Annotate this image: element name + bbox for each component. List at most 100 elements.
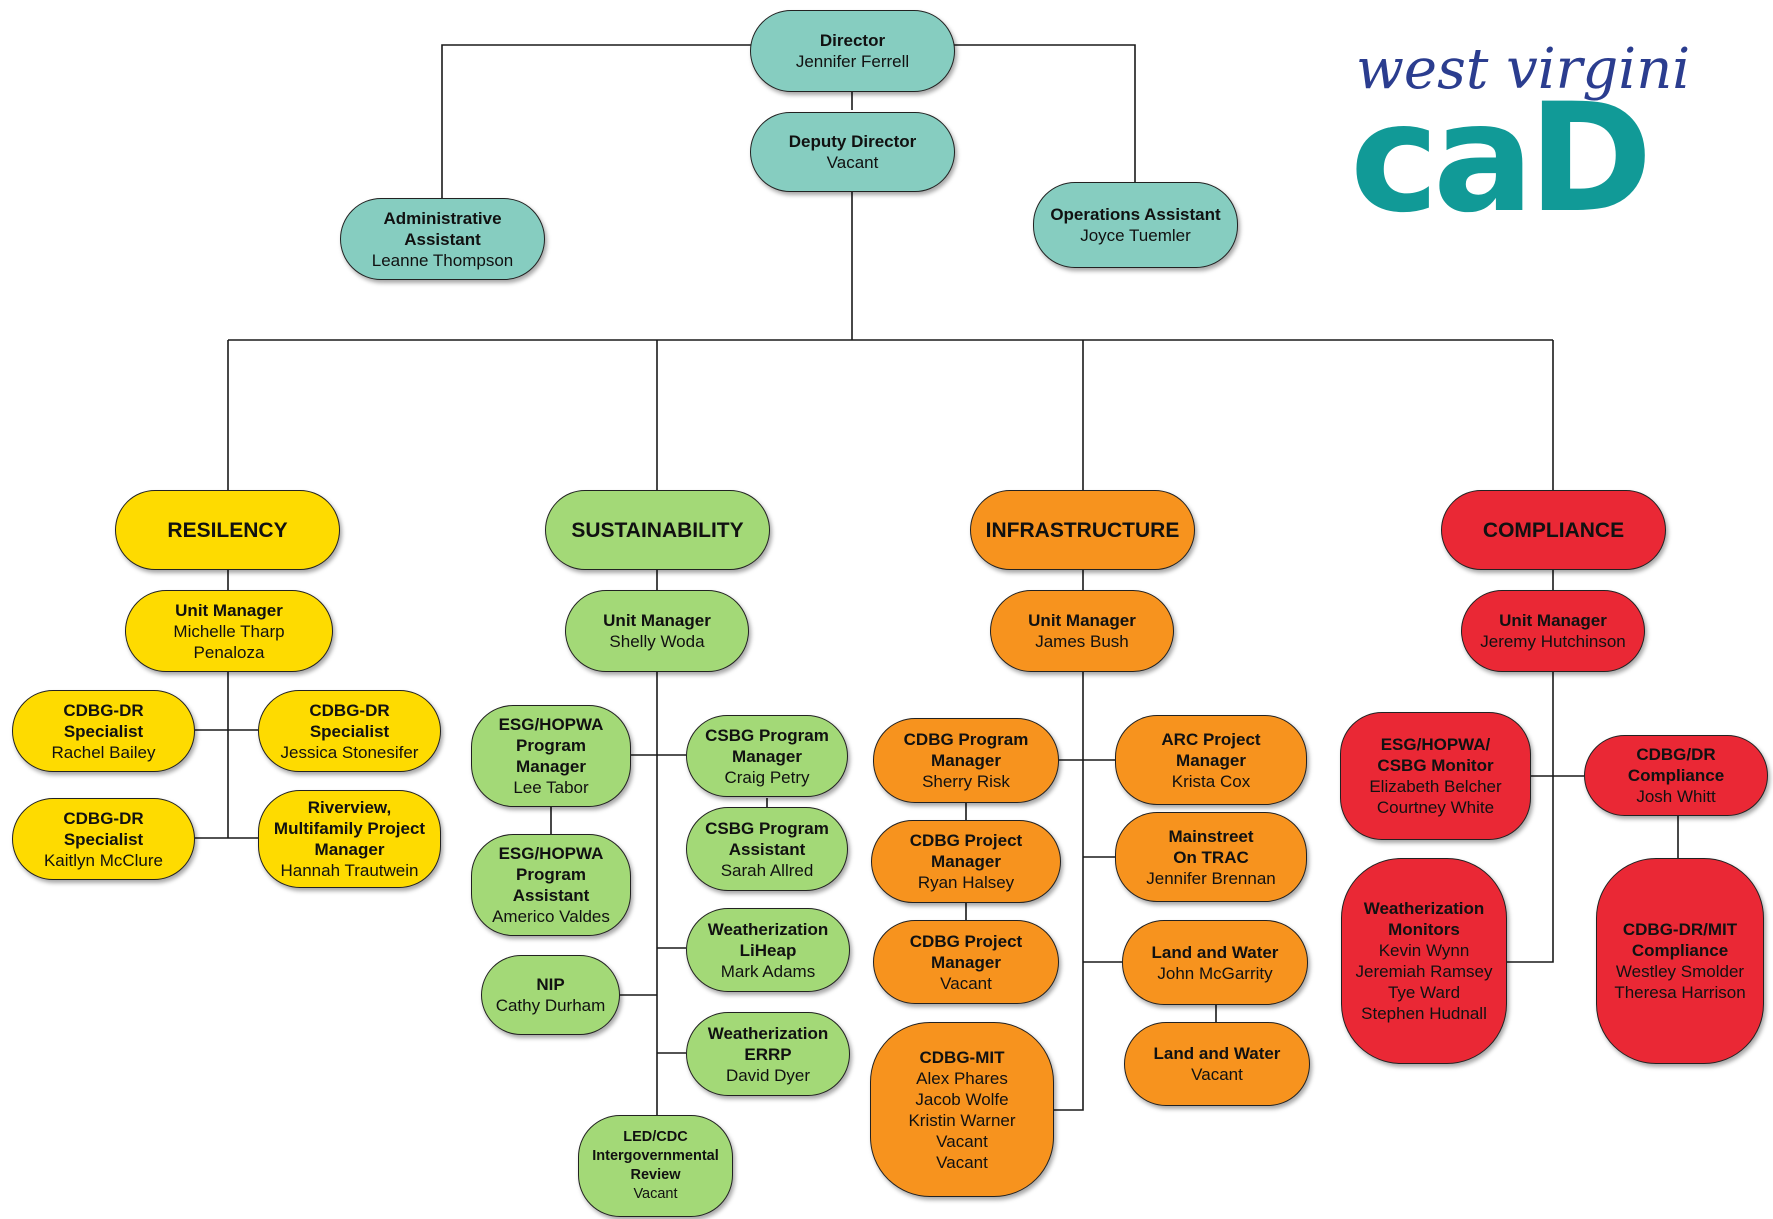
cdbg-dr-mit-compliance-node: CDBG-DR/MIT Compliance Westley Smolder T…: [1596, 858, 1764, 1064]
connector: [1083, 856, 1217, 1022]
node-person: Sherry Risk: [922, 772, 1010, 791]
infrastructure-department: INFRASTRUCTURE: [970, 490, 1195, 570]
connector: [965, 759, 1115, 920]
node-person: Sarah Allred: [720, 860, 814, 880]
node-person: Krista Cox: [1171, 771, 1251, 791]
connector: [227, 340, 1554, 490]
node-title: ESG/HOPWA Program Assistant: [498, 844, 604, 905]
node-title: CDBG-DR/MIT Compliance: [1622, 920, 1738, 960]
node-title: Director: [819, 31, 886, 50]
multifamily-project-manager-node: Riverview, Multifamily Project Manager H…: [258, 790, 441, 888]
esg-hopwa-csbg-monitor-node: ESG/HOPWA/ CSBG Monitor Elizabeth Belche…: [1340, 712, 1531, 840]
node-person: Vacant: [1191, 1065, 1243, 1084]
department-label: SUSTAINABILITY: [571, 518, 744, 542]
weatherization-monitors-node: Weatherization Monitors Kevin Wynn Jerem…: [1341, 858, 1507, 1064]
cdbg-dr-specialist-node: CDBG-DR Specialist Kaitlyn McClure: [12, 798, 195, 880]
weatherization-liheap-node: Weatherization LiHeap Mark Adams: [686, 908, 850, 992]
sustainability-department: SUSTAINABILITY: [545, 490, 770, 570]
node-person: James Bush: [1035, 632, 1129, 651]
node-person: Kevin Wynn Jeremiah Ramsey Tye Ward Step…: [1355, 941, 1493, 1023]
led-cdc-review-node: LED/CDC Intergovernmental Review Vacant: [578, 1115, 733, 1217]
cdbg-mit-node: CDBG-MIT Alex Phares Jacob Wolfe Kristin…: [870, 1022, 1054, 1197]
mainstreet-on-trac-node: Mainstreet On TRAC Jennifer Brennan: [1115, 812, 1307, 902]
csbg-program-manager-node: CSBG Program Manager Craig Petry: [686, 715, 848, 797]
cdbg-project-manager-node: CDBG Project Manager Ryan Halsey: [871, 820, 1061, 903]
arc-project-manager-node: ARC Project Manager Krista Cox: [1115, 715, 1307, 805]
node-person: Vacant: [633, 1186, 678, 1202]
node-title: Unit Manager: [1028, 611, 1136, 630]
department-label: RESILENCY: [167, 518, 288, 542]
node-person: Westley Smolder Theresa Harrison: [1614, 962, 1746, 1002]
node-person: Elizabeth Belcher Courtney White: [1369, 777, 1502, 817]
esg-hopwa-program-manager-node: ESG/HOPWA Program Manager Lee Tabor: [471, 705, 631, 807]
node-person: Hannah Trautwein: [280, 861, 419, 880]
node-title: ESG/HOPWA Program Manager: [498, 715, 604, 776]
node-person: Vacant: [940, 973, 992, 993]
node-person: Ryan Halsey: [917, 873, 1015, 892]
connector: [195, 729, 258, 839]
node-person: Jennifer Ferrell: [795, 52, 910, 71]
node-title: CDBG Program Manager: [903, 730, 1029, 770]
land-and-water-node: Land and Water Vacant: [1124, 1022, 1310, 1106]
node-title: Land and Water: [1153, 1044, 1281, 1063]
node-title: CSBG Program Manager: [705, 725, 829, 766]
node-title: CDBG-DR Specialist: [63, 700, 144, 741]
node-person: John McGarrity: [1157, 963, 1273, 983]
node-person: Josh Whitt: [1636, 787, 1716, 806]
cdbg-program-manager-node: CDBG Program Manager Sherry Risk: [873, 718, 1059, 803]
node-title: Unit Manager: [175, 600, 283, 620]
node-person: Rachel Bailey: [51, 742, 156, 762]
connector: [620, 947, 686, 1054]
node-person: Mark Adams: [720, 961, 816, 981]
nip-node: NIP Cathy Durham: [481, 955, 620, 1035]
logo-line2: caD: [1352, 72, 1647, 220]
operations-assistant-node: Operations Assistant Joyce Tuemler: [1033, 182, 1238, 268]
deputy-director-node: Deputy Director Vacant: [750, 112, 955, 192]
node-person: Vacant: [826, 153, 879, 172]
csbg-program-assistant-node: CSBG Program Assistant Sarah Allred: [686, 807, 848, 891]
node-title: Deputy Director: [788, 132, 917, 151]
compliance-department: COMPLIANCE: [1441, 490, 1666, 570]
node-person: Jennifer Brennan: [1146, 868, 1276, 888]
logo-line1: west virginia: [1356, 37, 1692, 102]
node-person: Jeremy Hutchinson: [1480, 632, 1626, 651]
node-title: Administrative Assistant: [383, 208, 502, 249]
node-title: CDBG/DR Compliance: [1627, 745, 1725, 785]
compliance-unit-manager-node: Unit Manager Jeremy Hutchinson: [1461, 590, 1645, 672]
node-title: CDBG-MIT: [919, 1047, 1005, 1067]
node-title: CSBG Program Assistant: [705, 818, 829, 859]
node-title: Unit Manager: [1499, 611, 1607, 630]
node-title: Riverview, Multifamily Project Manager: [273, 798, 426, 859]
node-title: CDBG-DR Specialist: [309, 700, 390, 741]
cdbg-dr-specialist-node: CDBG-DR Specialist Jessica Stonesifer: [258, 690, 441, 772]
director-node: Director Jennifer Ferrell: [750, 10, 955, 92]
node-person: Michelle Tharp Penaloza: [173, 621, 285, 662]
resiliency-department: RESILENCY: [115, 490, 340, 570]
administrative-assistant-node: Administrative Assistant Leanne Thompson: [340, 198, 545, 280]
connector: [550, 754, 768, 834]
node-person: Kaitlyn McClure: [43, 850, 164, 870]
node-title: Weatherization ERRP: [707, 1023, 829, 1064]
node-person: Lee Tabor: [513, 778, 589, 797]
connector: [1054, 570, 1084, 1111]
node-title: CDBG Project Manager: [909, 931, 1023, 972]
wv-cad-logo: west virginia caD: [1352, 37, 1692, 220]
node-person: Jessica Stonesifer: [280, 742, 419, 762]
node-title: CDBG Project Manager: [909, 831, 1023, 871]
node-title: ESG/HOPWA/ CSBG Monitor: [1377, 735, 1494, 775]
weatherization-errp-node: Weatherization ERRP David Dyer: [686, 1012, 850, 1096]
node-person: Joyce Tuemler: [1080, 226, 1191, 245]
connector: [441, 44, 753, 200]
node-title: LED/CDC Intergovernmental Review: [592, 1129, 719, 1183]
node-title: Mainstreet On TRAC: [1168, 826, 1254, 867]
node-person: Alex Phares Jacob Wolfe Kristin Warner V…: [908, 1068, 1016, 1172]
node-person: David Dyer: [725, 1065, 811, 1085]
connector: [1507, 570, 1554, 963]
esg-hopwa-program-assistant-node: ESG/HOPWA Program Assistant Americo Vald…: [471, 834, 631, 936]
node-person: Leanne Thompson: [371, 250, 514, 270]
sustainability-unit-manager-node: Unit Manager Shelly Woda: [565, 590, 749, 672]
node-title: Weatherization Monitors: [1363, 899, 1485, 939]
infrastructure-unit-manager-node: Unit Manager James Bush: [990, 590, 1174, 672]
node-title: CDBG-DR Specialist: [63, 808, 144, 849]
cdbg-dr-compliance-node: CDBG/DR Compliance Josh Whitt: [1584, 735, 1768, 816]
